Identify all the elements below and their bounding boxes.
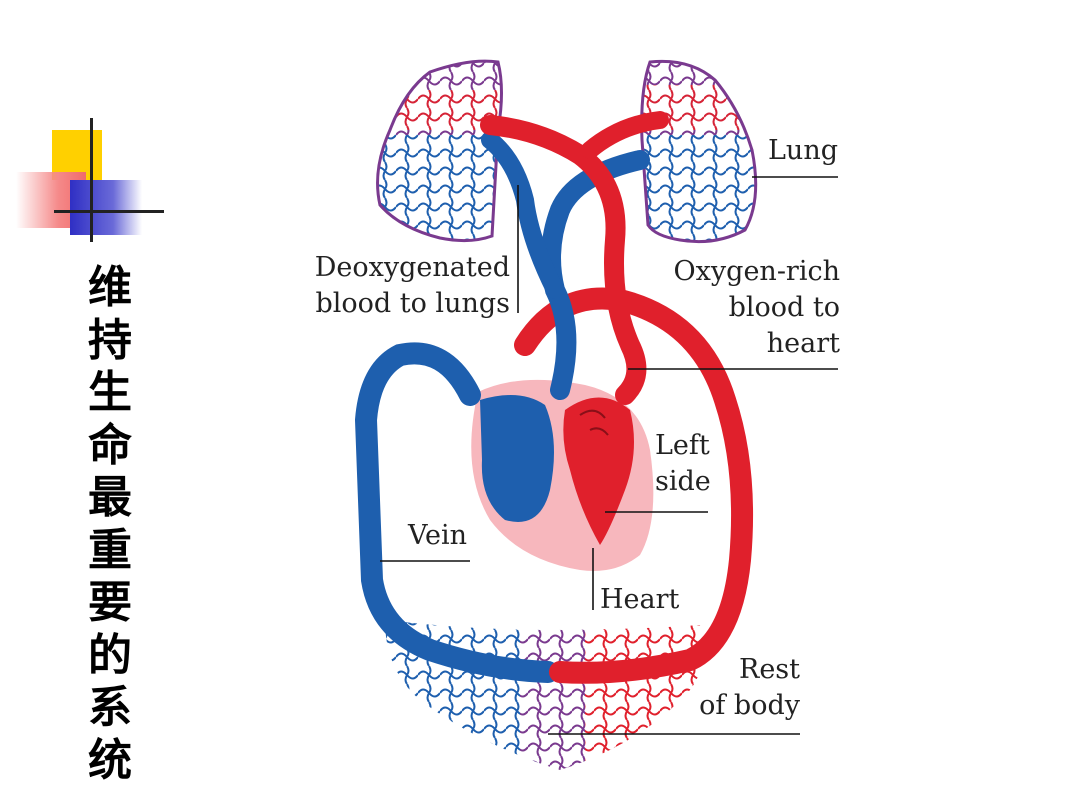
pulmonary-artery — [541, 150, 650, 400]
pulmonary-vein — [480, 115, 647, 405]
label-left-line2: side — [655, 466, 711, 497]
vein-loop — [354, 342, 559, 683]
decor-vertical-line — [90, 118, 93, 242]
label-vein-text: Vein — [408, 520, 468, 551]
title-char: 持 — [88, 314, 132, 366]
pulmonary-vein-right — [581, 111, 669, 159]
label-rest-line2: of body — [699, 690, 800, 721]
label-lung: Lung — [768, 133, 838, 169]
decor-horizontal-line — [54, 210, 164, 213]
left-heart-chamber — [563, 397, 634, 545]
leader-lines — [380, 176, 838, 735]
decor-blue-square — [70, 180, 142, 235]
label-left-line1: Left — [655, 430, 710, 461]
left-lung — [377, 61, 502, 241]
title-char: 的 — [88, 629, 132, 681]
decor-yellow-square — [52, 130, 102, 180]
title-char: 维 — [88, 262, 132, 313]
label-deoxygenated-line2: blood to lungs — [315, 288, 510, 319]
label-heart: Heart — [600, 582, 679, 618]
label-left-side: Left side — [655, 428, 711, 500]
right-lung — [641, 61, 756, 242]
label-deoxygenated-line1: Deoxygenated — [314, 252, 510, 283]
label-oxygen-line3: heart — [766, 328, 840, 359]
label-heart-text: Heart — [600, 584, 680, 615]
title-char: 要 — [88, 577, 132, 628]
title-char: 最 — [88, 472, 132, 523]
title-char: 统 — [88, 734, 132, 786]
label-vein: Vein — [408, 518, 467, 554]
title-char: 系 — [88, 682, 132, 733]
label-oxygen-line1: Oxygen-rich — [673, 256, 840, 287]
title-char: 生 — [88, 367, 132, 418]
label-rest-of-body: Rest of body — [660, 652, 800, 724]
label-deoxygenated: Deoxygenated blood to lungs — [300, 250, 510, 322]
vertical-title: 维 持 生 命 最 重 要 的 系 统 — [80, 262, 140, 787]
label-oxygen-line2: blood to — [728, 292, 840, 323]
left-lung-outline — [376, 59, 503, 243]
pulmonary-branch-left — [481, 131, 564, 299]
label-lung-text: Lung — [768, 135, 838, 166]
label-oxygen-rich: Oxygen-rich blood to heart — [660, 254, 840, 362]
title-char: 重 — [88, 524, 132, 576]
title-char: 命 — [88, 419, 132, 471]
heart-valve — [579, 409, 609, 436]
label-rest-line1: Rest — [738, 654, 800, 685]
right-heart-chamber — [480, 395, 554, 522]
